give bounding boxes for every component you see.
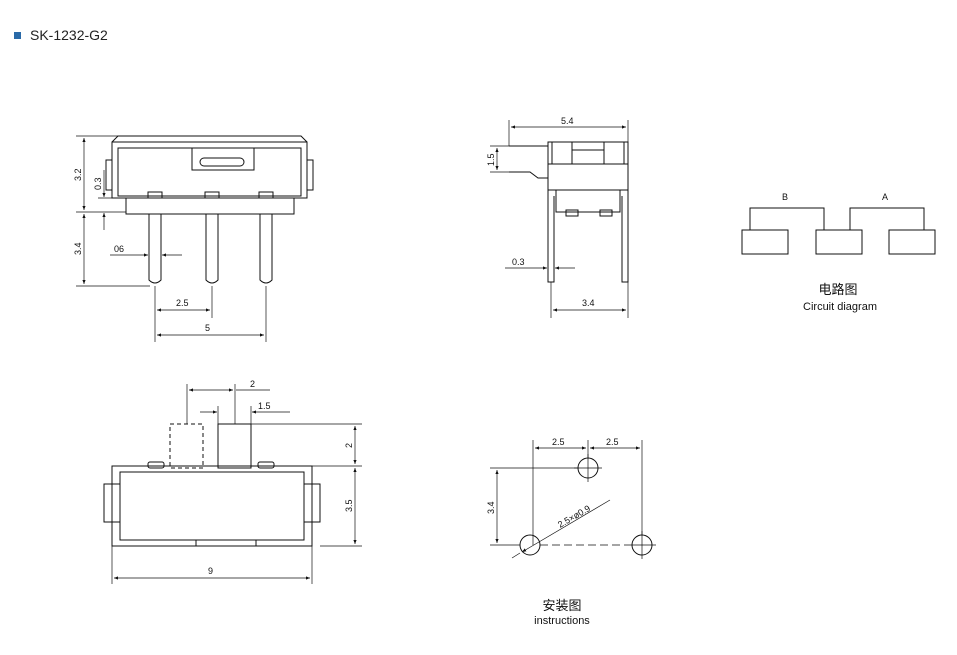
dim-height-top: 3.2 xyxy=(73,168,83,181)
circuit-title-cn: 电路图 xyxy=(818,282,857,298)
dim-row-offset: 3.4 xyxy=(486,501,496,514)
front-view xyxy=(76,135,314,342)
dim-pitch: 2.5 xyxy=(176,298,189,308)
model-title: SK-1232-G2 xyxy=(30,27,108,43)
dim-knob-height: 2 xyxy=(344,443,354,448)
dim-width: 5.4 xyxy=(561,116,574,126)
dim-pin-width: 06 xyxy=(114,244,124,254)
dim-actuator: 1.5 xyxy=(486,153,496,166)
dim-span: 5 xyxy=(205,323,210,333)
circuit-label-a: A xyxy=(882,192,888,202)
mounting-view xyxy=(490,440,656,559)
dim-pin-offset: 3.4 xyxy=(582,298,595,308)
circuit-diagram xyxy=(741,207,936,255)
dim-body-height: 3.5 xyxy=(344,499,354,512)
mounting-title-cn: 安装图 xyxy=(542,599,581,614)
dim-travel: 2 xyxy=(250,379,255,389)
dim-hole: 2.5×ø0.9 xyxy=(556,503,592,530)
circuit-title-en: Circuit diagram xyxy=(803,301,877,313)
header: SK-1232-G2 xyxy=(14,27,108,43)
dim-pin-length: 3.4 xyxy=(73,242,83,255)
top-view xyxy=(103,384,362,584)
bullet-square-icon xyxy=(14,31,21,39)
dim-knob: 1.5 xyxy=(258,401,271,411)
dim-pitch-right: 2.5 xyxy=(606,437,619,447)
dim-pin-thickness: 0.3 xyxy=(512,257,525,267)
dim-body-length: 9 xyxy=(208,566,213,576)
mounting-title-en: instructions xyxy=(534,615,590,627)
dim-pitch-left: 2.5 xyxy=(552,437,565,447)
circuit-label-b: B xyxy=(782,192,788,202)
dim-pin-step: 0.3 xyxy=(93,177,103,190)
side-view xyxy=(490,120,629,318)
